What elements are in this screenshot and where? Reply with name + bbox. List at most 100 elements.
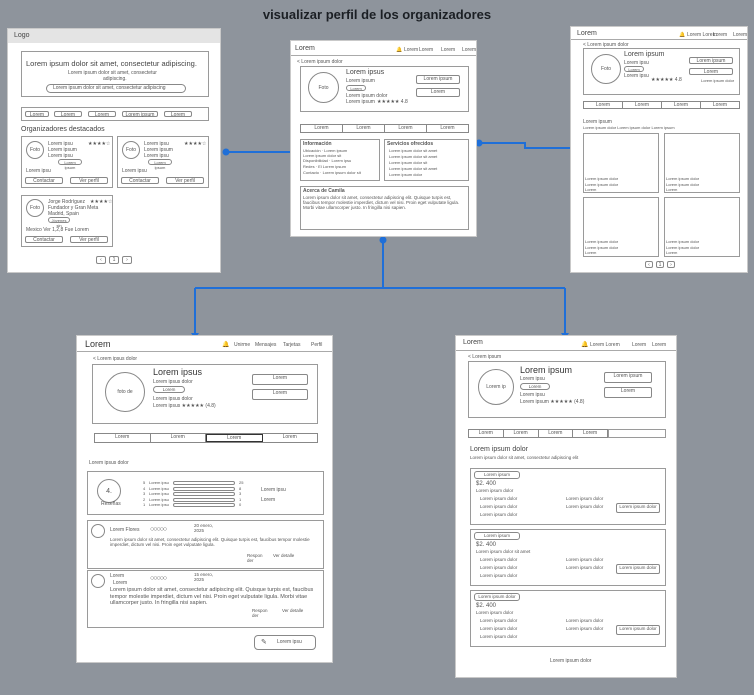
nav-item[interactable]: Lorem Lorem: [590, 342, 620, 348]
secondary-button[interactable]: Lorem: [689, 68, 733, 75]
event-label: Lorem ipsum dolor: [666, 182, 700, 187]
profile-tag: Lorem: [624, 66, 644, 72]
reviewer-avatar: [91, 574, 105, 588]
nav-logo: Lorem: [85, 339, 111, 349]
nav-item[interactable]: Lorem: [713, 32, 728, 38]
tab[interactable]: Lorem: [662, 102, 701, 108]
tab[interactable]: Lorem: [504, 430, 539, 437]
event-card[interactable]: [583, 197, 659, 257]
event-card[interactable]: [664, 197, 740, 257]
card-line: Lorem ipsu: [48, 153, 73, 159]
package-item: Lorem ipsum dolor: [480, 634, 518, 639]
pager-next[interactable]: ›: [667, 261, 675, 268]
tab[interactable]: Lorem: [282, 434, 297, 440]
write-review-button[interactable]: Lorem ipsu: [254, 635, 316, 650]
filter-chip[interactable]: Lorem: [54, 111, 82, 118]
tab[interactable]: Lorem: [584, 102, 623, 108]
nav-item[interactable]: Lorem: [733, 32, 748, 38]
contact-button[interactable]: Contactar: [25, 236, 63, 243]
primary-button[interactable]: Lorem ipsum: [604, 372, 652, 383]
tab[interactable]: Lorem: [301, 125, 343, 132]
info-line: Redes · El Lorem ipsum: [303, 164, 346, 169]
nav-item[interactable]: Lorem: [462, 47, 477, 53]
contact-button[interactable]: Contactar: [121, 177, 159, 184]
breadcrumb[interactable]: < Lorem ipsum: [468, 354, 502, 360]
nav-item[interactable]: Lorem: [632, 342, 647, 348]
reply-link[interactable]: Respon der: [252, 608, 268, 618]
pager-page[interactable]: 1: [656, 261, 664, 268]
view-profile-button[interactable]: Ver perfil: [70, 177, 108, 184]
contact-button[interactable]: Contactar: [25, 177, 63, 184]
tab[interactable]: Lorem: [385, 125, 427, 132]
tab[interactable]: Lorem: [712, 102, 728, 108]
primary-button[interactable]: Lorem ipsum: [689, 57, 733, 64]
search-input[interactable]: Lorem ipsum dolor sit amet, consectetur …: [46, 84, 186, 93]
package-price: $2. 400: [476, 481, 497, 487]
filter-chip[interactable]: Lorem: [88, 111, 116, 118]
breadcrumb[interactable]: < Lorem ipsum dolor: [583, 42, 629, 48]
view-detail-link[interactable]: Ver detalle: [273, 553, 295, 558]
extra-link[interactable]: Lorem ipsum dolor: [701, 78, 735, 83]
tab[interactable]: Lorem: [623, 102, 662, 108]
profile-line: Lorem ipsu: [520, 392, 545, 398]
filter-chip[interactable]: Lorem ipsum: [122, 111, 158, 118]
card-line: Lorem ipsum: [144, 147, 173, 153]
nav-item[interactable]: Lorem: [404, 47, 419, 53]
bell-icon[interactable]: 🔔: [396, 47, 403, 53]
tab[interactable]: Lorem: [151, 434, 206, 442]
nav-item[interactable]: Lorem: [419, 47, 434, 53]
secondary-button[interactable]: Lorem: [604, 387, 652, 398]
hero-sub2: adipiscing.: [103, 76, 127, 82]
nav-item[interactable]: Lorem: [441, 47, 456, 53]
bar-star-label: 3: [143, 491, 146, 496]
tab-active[interactable]: Lorem: [583, 430, 598, 436]
view-profile-button[interactable]: Ver perfil: [70, 236, 108, 243]
view-detail-link[interactable]: Ver detalle: [282, 608, 304, 613]
nav-item[interactable]: Tarjetas: [283, 342, 301, 348]
services-title: Servicios ofrecidos: [387, 141, 434, 147]
breadcrumb[interactable]: < Lorem ipsum dolor: [297, 59, 343, 65]
pager-prev[interactable]: ‹: [645, 261, 653, 268]
bell-icon[interactable]: 🔔: [679, 32, 686, 38]
secondary-button[interactable]: Lorem: [416, 88, 460, 97]
reply-link[interactable]: Respon der: [247, 553, 263, 563]
tab[interactable]: Lorem: [539, 430, 574, 437]
event-label: Lorem ipsum dolor: [666, 245, 700, 250]
tab[interactable]: Lorem: [95, 434, 151, 442]
nav-item[interactable]: Mensajes: [255, 342, 277, 348]
bar-star-label: 4: [143, 485, 146, 491]
bell-icon[interactable]: 🔔: [581, 342, 589, 348]
pager-prev[interactable]: ‹: [96, 256, 106, 264]
package-button[interactable]: Lorem ipsum dolor: [616, 564, 660, 574]
package-item: Lorem ipsum dolor: [480, 496, 518, 501]
package-button[interactable]: Lorem ipsum dolor: [616, 625, 660, 635]
avatar: foto de: [105, 372, 145, 412]
package-button[interactable]: Lorem ipsum dolor: [616, 503, 660, 513]
filter-chip[interactable]: Lorem: [164, 111, 192, 118]
primary-button[interactable]: Lorem: [252, 374, 308, 385]
breadcrumb[interactable]: < Lorem ipsus dolor: [93, 356, 138, 362]
nav-item[interactable]: Lorem Lorem: [687, 32, 717, 38]
nav-item[interactable]: Perfil: [311, 342, 323, 348]
card-tag: Lorem ipsum: [58, 159, 82, 170]
pager-page[interactable]: 1: [109, 256, 119, 264]
pager-next[interactable]: ›: [122, 256, 132, 264]
view-profile-button[interactable]: Ver perfil: [166, 177, 204, 184]
secondary-button[interactable]: Lorem: [252, 389, 308, 400]
package-item: Lorem ipsum dolor: [566, 496, 604, 501]
nav-item[interactable]: Lorem: [652, 342, 667, 348]
bar-count: 8: [239, 485, 242, 491]
tab-active[interactable]: Lorem: [206, 434, 263, 442]
tab[interactable]: Lorem: [440, 125, 455, 131]
event-card[interactable]: [583, 133, 659, 193]
package-tag: Lorem ipsum dolor: [474, 593, 520, 601]
filter-chip[interactable]: Lorem: [25, 111, 49, 118]
nav-item[interactable]: Unirme: [234, 342, 251, 348]
tab[interactable]: Lorem: [469, 430, 504, 437]
primary-button[interactable]: Lorem ipsum: [416, 75, 460, 84]
about-title: Acerca de Camila: [303, 188, 345, 194]
tab[interactable]: Lorem: [343, 125, 385, 132]
card-foot: Mexico Ver 1,2,8 Fue Lorem: [26, 227, 89, 233]
bell-icon[interactable]: 🔔: [222, 342, 230, 348]
event-card[interactable]: [664, 133, 740, 193]
